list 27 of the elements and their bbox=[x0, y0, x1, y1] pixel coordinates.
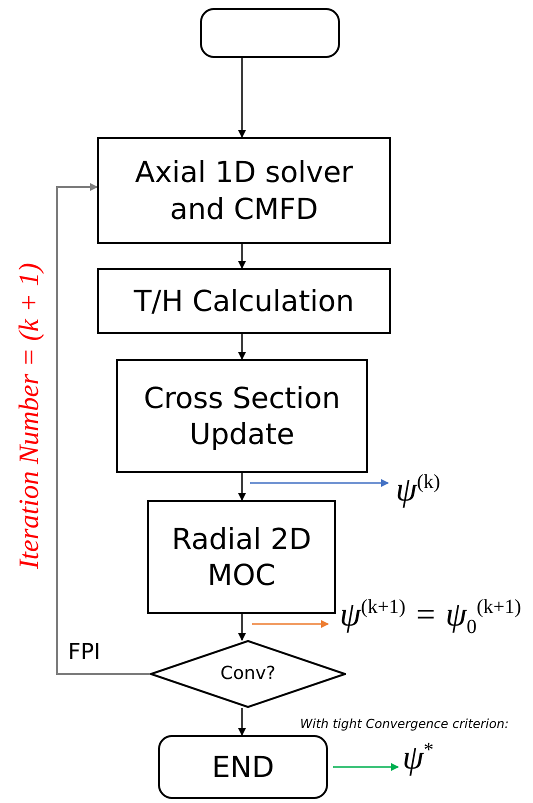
arrow bbox=[238, 244, 246, 269]
process-box bbox=[147, 500, 336, 614]
step-label: Conv? bbox=[220, 662, 276, 686]
arrow bbox=[250, 479, 389, 487]
process-box bbox=[97, 268, 391, 334]
arrow bbox=[333, 763, 399, 771]
arrow bbox=[238, 334, 246, 360]
step-label: Axial 1D solver and CMFD bbox=[134, 154, 354, 227]
iteration-note: Iteration Number = (k + 1) bbox=[14, 262, 46, 572]
decision-diamond bbox=[150, 640, 346, 708]
step-label: Cross Section Update bbox=[142, 380, 342, 452]
note: With tight Convergence criterion: bbox=[300, 716, 509, 731]
arrow bbox=[56, 183, 150, 675]
step-label: END bbox=[212, 748, 274, 786]
arrow bbox=[238, 614, 246, 641]
step-label: T/H Calculation bbox=[134, 282, 354, 320]
arrow bbox=[238, 708, 246, 736]
arrow bbox=[252, 620, 329, 628]
process-box bbox=[97, 137, 391, 244]
terminal-box bbox=[158, 735, 328, 799]
arrow bbox=[238, 58, 246, 138]
step-label: Radial 2D MOC bbox=[170, 520, 312, 594]
arrow bbox=[238, 473, 246, 501]
process-box bbox=[116, 359, 368, 473]
flux-equation: ψ$^{*}$ bbox=[402, 738, 434, 778]
flux-equation: ψ$^{(k)}$ bbox=[396, 470, 440, 510]
terminal-box bbox=[200, 8, 340, 58]
